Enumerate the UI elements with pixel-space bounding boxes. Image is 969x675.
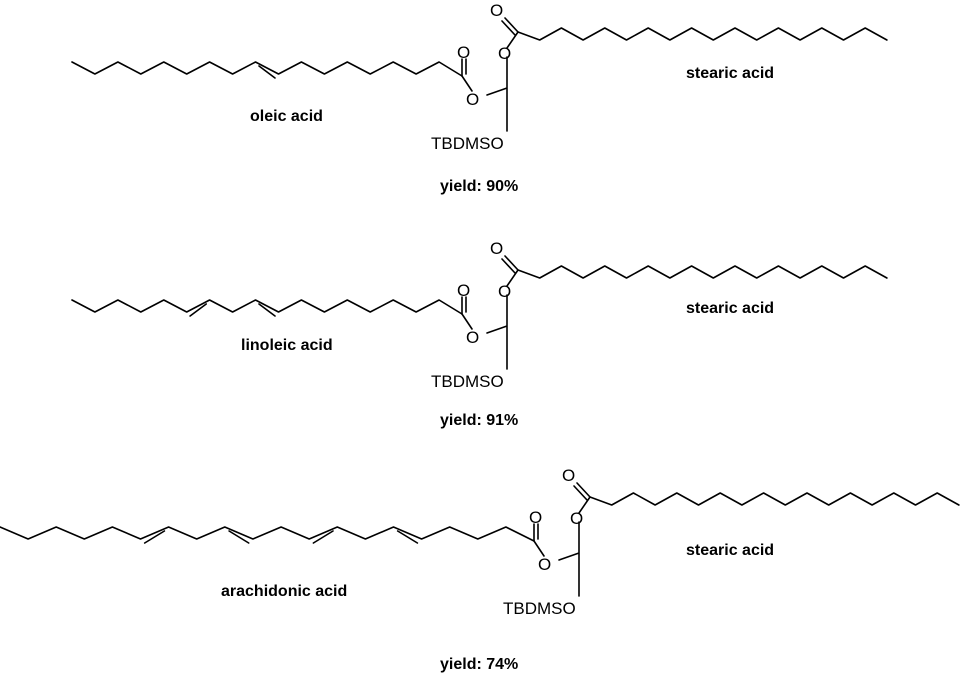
glycerol-backbone [533,496,591,597]
tbdms-ether-label: TBDMSO [503,599,576,618]
left-carbonyl [461,58,467,77]
tbdms-ether-label: TBDMSO [431,372,504,391]
yield-label: yield: 91% [440,412,518,429]
left-carbonyl [461,296,467,315]
yield-label: yield: 74% [440,656,518,673]
oleic-chain [71,61,463,77]
cis-double-bonds [189,303,276,317]
stearic-chain [517,265,888,279]
sn1-ester-oxygen: O [498,282,511,301]
right-carbonyl [573,482,591,501]
left-acid-label: arachidonic acid [221,583,347,600]
glycerol-backbone [461,269,519,370]
left-carbonyl-oxygen: O [457,281,470,300]
left-acid-label: linoleic acid [241,337,333,354]
entry-oleic: O O O O TBDMSO oleic acid stearic acid y… [71,1,888,195]
tbdms-ether-label: TBDMSO [431,134,504,153]
left-carbonyl-oxygen: O [457,43,470,62]
entry-arachidonic: O O O O TBDMSO arachidonic acid stearic … [0,466,960,673]
cis-double-bonds [258,65,276,79]
arachidonic-chain [0,526,535,542]
left-carbonyl-oxygen: O [529,508,542,527]
right-acid-label: stearic acid [686,542,774,559]
sn2-ester-oxygen: O [466,90,479,109]
stearic-chain [589,492,960,506]
right-carbonyl-oxygen: O [490,239,503,258]
left-carbonyl [533,523,539,542]
yield-label: yield: 90% [440,178,518,195]
sn2-ester-oxygen: O [538,555,551,574]
glycerol-backbone [461,31,519,132]
sn2-ester-oxygen: O [466,328,479,347]
linoleic-chain [71,299,463,315]
right-acid-label: stearic acid [686,300,774,317]
cis-double-bonds [143,530,419,544]
right-carbonyl [501,17,519,36]
sn1-ester-oxygen: O [498,44,511,63]
right-carbonyl-oxygen: O [562,466,575,485]
right-carbonyl-oxygen: O [490,1,503,20]
sn1-ester-oxygen: O [570,509,583,528]
left-acid-label: oleic acid [250,108,323,125]
right-carbonyl [501,255,519,274]
right-acid-label: stearic acid [686,65,774,82]
entry-linoleic: O O O O TBDMSO linoleic acid stearic aci… [71,239,888,429]
stearic-chain [517,27,888,41]
